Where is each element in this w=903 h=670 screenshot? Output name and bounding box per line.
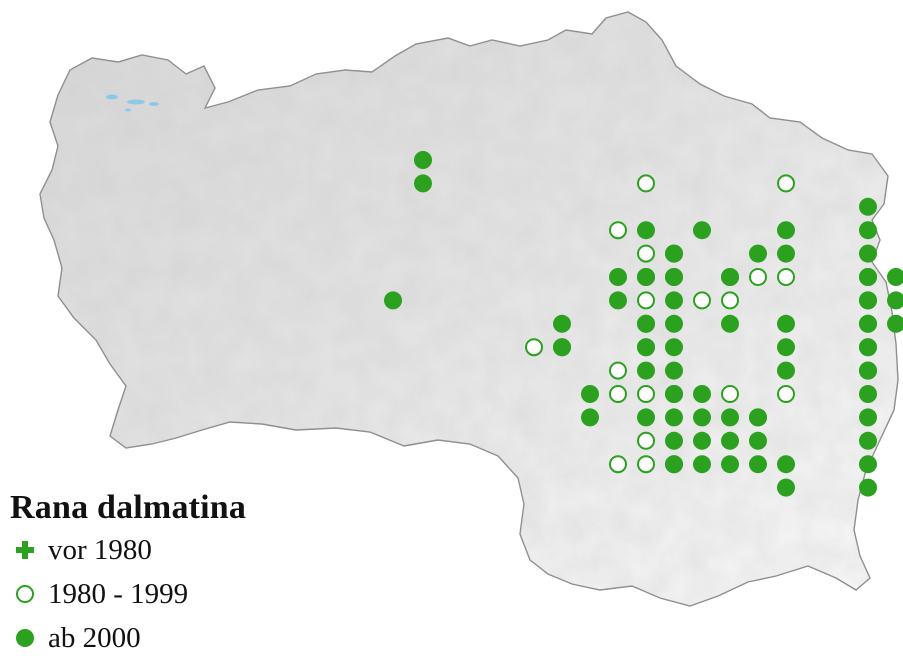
record-ab-2000 bbox=[721, 268, 739, 286]
record-1980-1999 bbox=[637, 244, 655, 263]
record-ab-2000 bbox=[665, 338, 683, 357]
record-ab-2000 bbox=[665, 385, 683, 403]
legend: Rana dalmatina vor 1980 1980 - 1999 ab 2… bbox=[10, 488, 246, 660]
record-ab-2000 bbox=[665, 361, 683, 380]
record-ab-2000 bbox=[859, 478, 877, 497]
record-ab-2000 bbox=[859, 431, 877, 450]
record-ab-2000 bbox=[384, 291, 402, 310]
record-ab-2000 bbox=[777, 221, 795, 240]
record-ab-2000 bbox=[859, 385, 877, 403]
record-ab-2000 bbox=[637, 314, 655, 333]
record-ab-2000 bbox=[859, 314, 877, 333]
record-ab-2000 bbox=[721, 431, 739, 450]
record-1980-1999 bbox=[721, 385, 739, 403]
record-1980-1999 bbox=[637, 455, 655, 474]
record-ab-2000 bbox=[859, 291, 877, 310]
legend-item-ab-2000: ab 2000 bbox=[10, 616, 246, 660]
record-symbols bbox=[384, 151, 903, 497]
record-ab-2000 bbox=[581, 385, 599, 403]
record-1980-1999 bbox=[609, 385, 627, 403]
record-ab-2000 bbox=[693, 408, 711, 427]
record-ab-2000 bbox=[609, 268, 627, 286]
record-ab-2000 bbox=[414, 151, 432, 169]
record-ab-2000 bbox=[859, 197, 877, 216]
record-ab-2000 bbox=[777, 361, 795, 380]
record-ab-2000 bbox=[721, 455, 739, 474]
record-1980-1999 bbox=[777, 174, 795, 193]
record-ab-2000 bbox=[693, 221, 711, 240]
record-1980-1999 bbox=[609, 221, 627, 240]
record-ab-2000 bbox=[553, 314, 571, 333]
record-ab-2000 bbox=[665, 408, 683, 427]
record-ab-2000 bbox=[859, 268, 877, 286]
record-ab-2000 bbox=[637, 221, 655, 240]
legend-label-vor-1980: vor 1980 bbox=[48, 533, 152, 566]
record-ab-2000 bbox=[859, 455, 877, 474]
record-1980-1999 bbox=[637, 291, 655, 310]
record-ab-2000 bbox=[859, 221, 877, 240]
legend-item-1980-1999: 1980 - 1999 bbox=[10, 572, 246, 616]
record-ab-2000 bbox=[887, 268, 903, 286]
record-ab-2000 bbox=[693, 431, 711, 450]
filled-circle-icon bbox=[10, 623, 40, 653]
record-ab-2000 bbox=[665, 268, 683, 286]
legend-label-ab-2000: ab 2000 bbox=[48, 621, 141, 654]
record-ab-2000 bbox=[637, 268, 655, 286]
record-ab-2000 bbox=[859, 408, 877, 427]
record-ab-2000 bbox=[887, 314, 903, 333]
legend-label-1980-1999: 1980 - 1999 bbox=[48, 577, 189, 610]
record-ab-2000 bbox=[859, 361, 877, 380]
record-ab-2000 bbox=[665, 314, 683, 333]
record-ab-2000 bbox=[637, 338, 655, 357]
record-1980-1999 bbox=[637, 431, 655, 450]
record-ab-2000 bbox=[609, 291, 627, 310]
record-1980-1999 bbox=[693, 291, 711, 310]
record-ab-2000 bbox=[581, 408, 599, 427]
record-ab-2000 bbox=[859, 338, 877, 357]
record-1980-1999 bbox=[637, 174, 655, 193]
record-ab-2000 bbox=[637, 408, 655, 427]
record-ab-2000 bbox=[859, 244, 877, 263]
record-ab-2000 bbox=[749, 408, 767, 427]
lakes bbox=[106, 94, 159, 112]
record-1980-1999 bbox=[525, 338, 543, 357]
record-1980-1999 bbox=[749, 268, 767, 286]
record-1980-1999 bbox=[609, 361, 627, 380]
record-ab-2000 bbox=[665, 291, 683, 310]
record-1980-1999 bbox=[637, 385, 655, 403]
open-circle-icon bbox=[10, 579, 40, 609]
record-ab-2000 bbox=[693, 385, 711, 403]
record-ab-2000 bbox=[777, 478, 795, 497]
record-1980-1999 bbox=[721, 291, 739, 310]
record-ab-2000 bbox=[777, 314, 795, 333]
record-ab-2000 bbox=[637, 361, 655, 380]
relief-texture bbox=[40, 12, 898, 606]
record-ab-2000 bbox=[665, 244, 683, 263]
record-ab-2000 bbox=[553, 338, 571, 357]
record-1980-1999 bbox=[777, 385, 795, 403]
plus-icon bbox=[10, 535, 40, 565]
record-ab-2000 bbox=[749, 431, 767, 450]
record-ab-2000 bbox=[887, 291, 903, 310]
record-ab-2000 bbox=[721, 408, 739, 427]
record-ab-2000 bbox=[777, 455, 795, 474]
record-ab-2000 bbox=[777, 244, 795, 263]
record-ab-2000 bbox=[721, 314, 739, 333]
record-1980-1999 bbox=[777, 268, 795, 286]
legend-item-vor-1980: vor 1980 bbox=[10, 528, 246, 572]
record-1980-1999 bbox=[609, 455, 627, 474]
record-ab-2000 bbox=[693, 455, 711, 474]
record-ab-2000 bbox=[414, 174, 432, 193]
record-ab-2000 bbox=[665, 455, 683, 474]
record-ab-2000 bbox=[749, 244, 767, 263]
record-ab-2000 bbox=[749, 455, 767, 474]
record-ab-2000 bbox=[665, 431, 683, 450]
record-ab-2000 bbox=[777, 338, 795, 357]
legend-title: Rana dalmatina bbox=[10, 489, 247, 526]
